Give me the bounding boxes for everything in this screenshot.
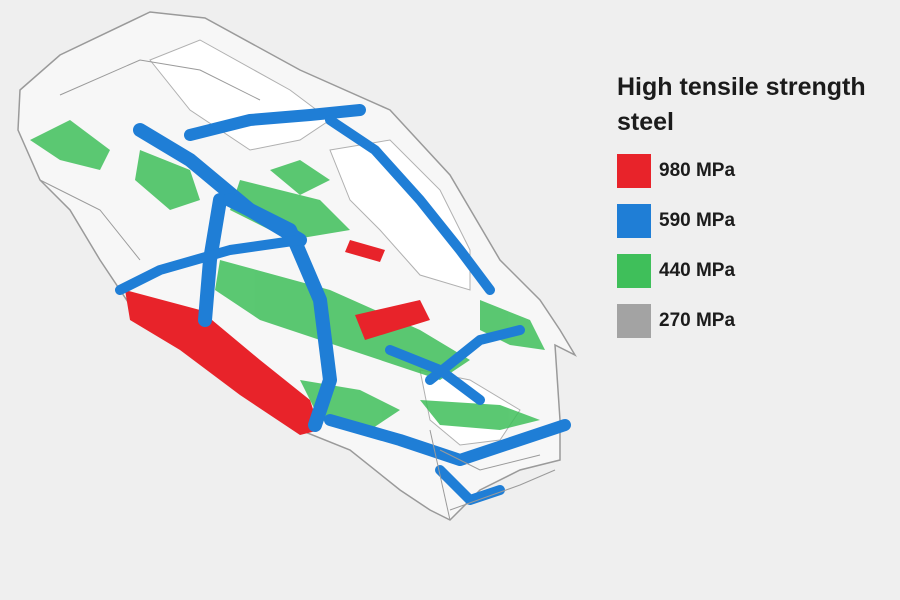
legend-label-590: 590 MPa [659,210,736,231]
parts-590 [115,104,571,505]
legend-title-line2: steel [617,108,674,136]
car-body-diagram [17,11,577,521]
windshield-opening [329,139,471,291]
swatch-440 [617,254,651,288]
legend-label-440: 440 MPa [659,260,736,281]
legend-item-440: 440 MPa [617,254,900,288]
swatch-270 [617,304,651,338]
body-details [39,59,556,521]
legend-title: High tensile strength steel [617,70,900,140]
parts-980 [125,240,430,435]
legend-title-line1: High tensile strength [617,73,866,101]
legend: High tensile strength steel 980 MPa 590 … [617,70,900,354]
legend-label-980: 980 MPa [659,160,736,181]
swatch-590 [617,204,651,238]
swatch-980 [617,154,651,188]
legend-item-590: 590 MPa [617,204,900,238]
legend-item-270: 270 MPa [617,304,900,338]
legend-label-270: 270 MPa [659,310,736,331]
legend-item-980: 980 MPa [617,154,900,188]
legend-items: 980 MPa 590 MPa 440 MPa 270 MPa [617,154,900,338]
